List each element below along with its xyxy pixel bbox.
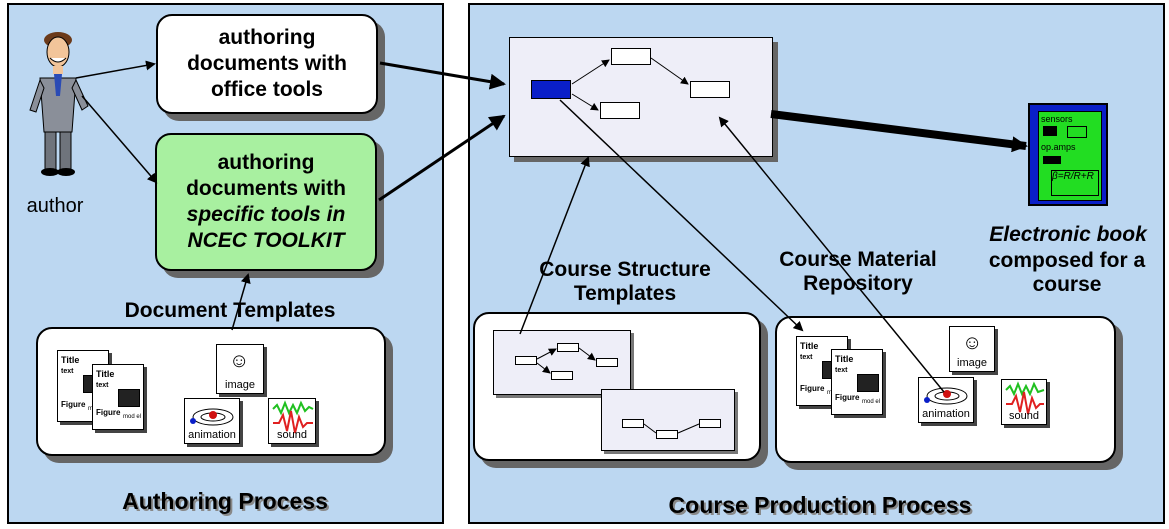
template-node — [656, 430, 678, 439]
sound-template: sound — [268, 398, 316, 444]
template-node — [622, 419, 644, 428]
repository-animation: animation — [918, 377, 974, 423]
repository-image: ☺ image — [949, 326, 995, 372]
ncec-toolkit-label-2: specific tools in NCEC TOOLKIT — [186, 203, 346, 252]
template-node — [596, 358, 618, 367]
document-templates-label: Document Templates — [124, 299, 336, 322]
template-node — [515, 356, 537, 365]
template-node — [699, 419, 721, 428]
structure-node — [600, 102, 640, 119]
face-image-icon: ☺ — [229, 350, 250, 372]
template-node — [551, 371, 573, 380]
course-structure-templates-label: Course Structure Templates — [539, 258, 711, 305]
structure-node — [690, 81, 730, 98]
electronic-book-label: Electronic book — [989, 223, 1147, 246]
face-image-icon: ☺ — [962, 332, 983, 354]
composed-for-course-label: composed for a course — [988, 249, 1146, 296]
ncec-toolkit-label-1: authoring documents with — [186, 151, 346, 200]
animation-template: animation — [184, 398, 240, 444]
authoring-process-title: Authoring Process — [122, 488, 328, 514]
image-template: ☺ image — [216, 344, 264, 394]
template-node — [557, 343, 579, 352]
office-tools-box: authoring documents with office tools — [156, 14, 378, 114]
course-production-process-title: Course Production Process — [668, 492, 972, 518]
course-material-repository-label: Course Material Repository — [779, 248, 937, 295]
office-tools-label: authoring documents with office tools — [187, 26, 347, 101]
electronic-book-icon: sensors op.amps β=R/R+R — [1028, 103, 1108, 206]
ncec-toolkit-box: authoring documents with specific tools … — [155, 133, 377, 271]
structure-node-selected — [531, 80, 571, 99]
repository-sound: sound — [1001, 379, 1047, 425]
author-label: author — [26, 195, 84, 217]
structure-node — [611, 48, 651, 65]
